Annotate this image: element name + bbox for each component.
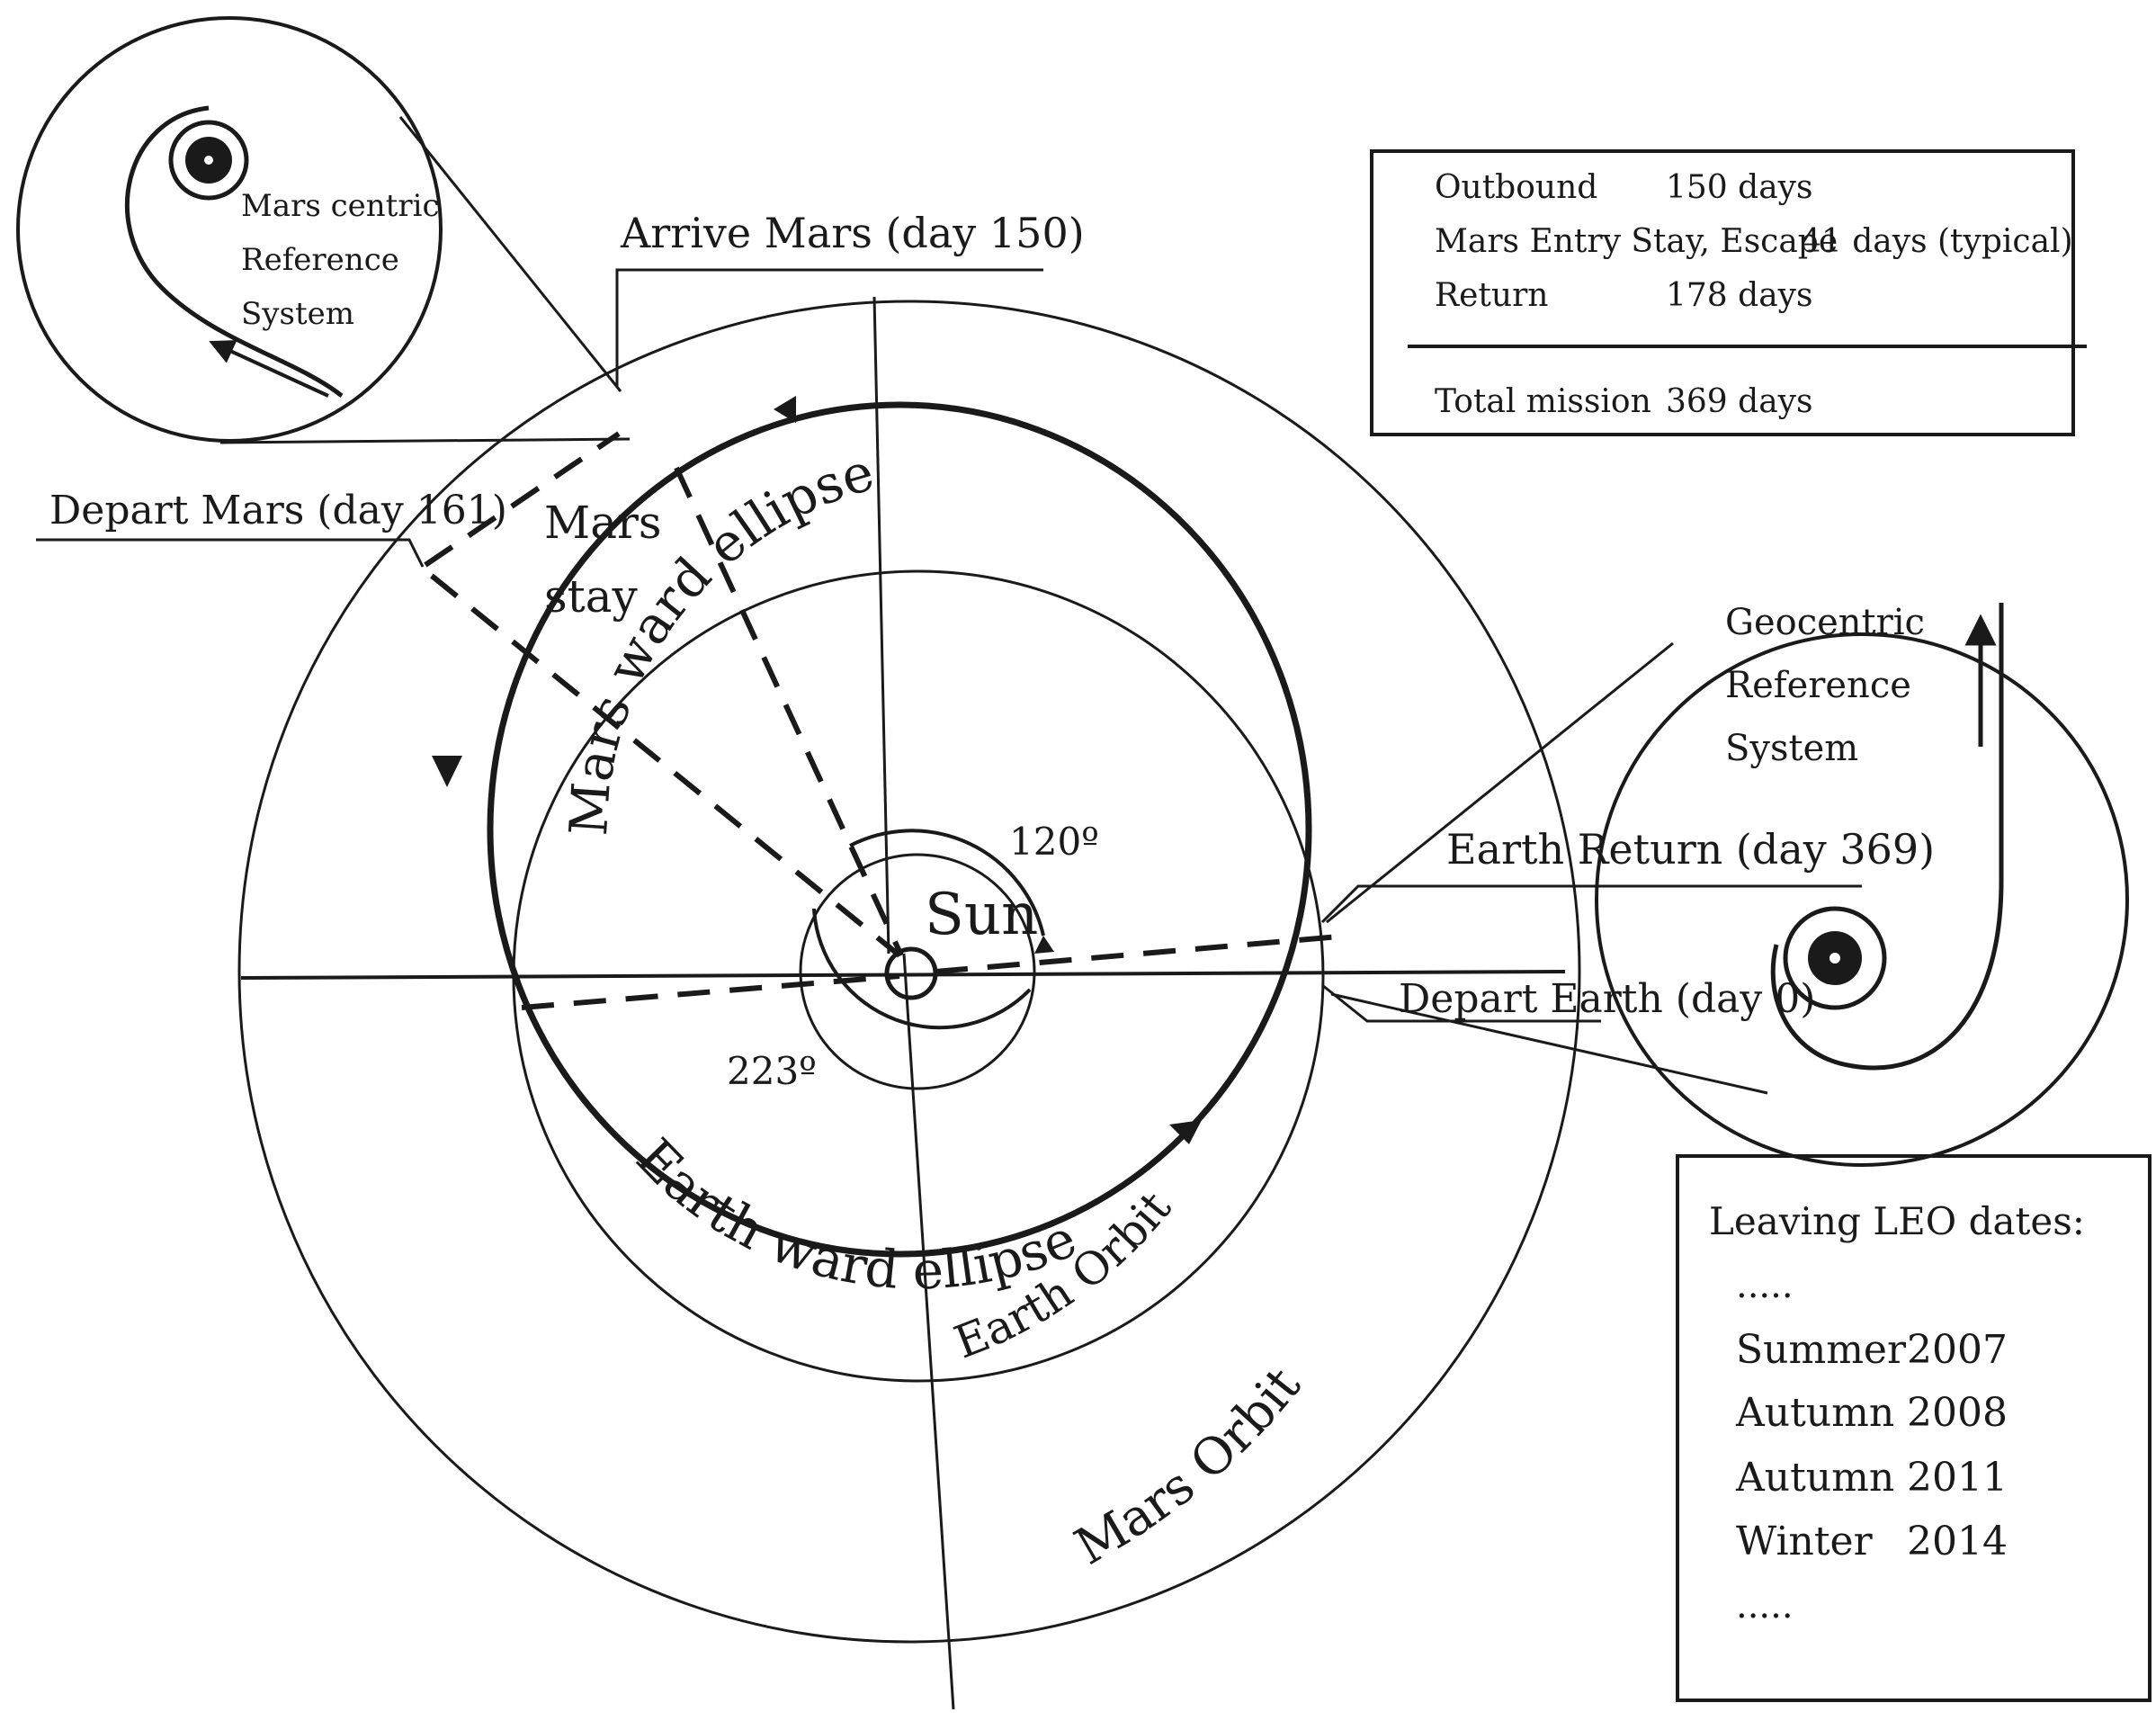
dash-earth-left xyxy=(521,973,900,1010)
sun-body xyxy=(884,946,938,1000)
leo-year-1: 2007 xyxy=(1907,1327,2008,1373)
dash-arrive-mars xyxy=(421,431,621,569)
geo-inset-circle xyxy=(1595,632,2129,1167)
depart-earth-leader xyxy=(1321,983,1601,1023)
mars-inset-text-2: Reference xyxy=(241,242,399,278)
mars-inset-connector-1 xyxy=(398,116,622,392)
mars-inset-ring xyxy=(168,120,249,201)
earth-return-label: Earth Return (day 369) xyxy=(1446,825,1935,874)
depart-mars-label: Depart Mars (day 161) xyxy=(49,488,507,533)
geo-inset-text-3: System xyxy=(1725,728,1858,769)
leo-year-4: 2014 xyxy=(1907,1519,2008,1564)
leo-title: Leaving LEO dates: xyxy=(1709,1199,2085,1243)
geo-inset-text-2: Reference xyxy=(1725,665,1911,706)
dash-earth-right xyxy=(935,933,1350,974)
leo-season-1: Summer xyxy=(1736,1327,1907,1373)
mars-inset-connector-2 xyxy=(219,437,631,444)
leo-ellipsis-bottom: ..... xyxy=(1736,1585,1794,1627)
leo-season-2: Autumn xyxy=(1735,1390,1894,1436)
mission-row-1-label: Outbound xyxy=(1435,169,1597,206)
leo-ellipsis-top: ..... xyxy=(1736,1265,1794,1306)
vertical-axis-lower xyxy=(902,953,955,1710)
mars-inset-arrow xyxy=(209,340,329,398)
mission-row-2-value: 41 days (typical) xyxy=(1801,223,2073,260)
mission-row-1-value: 150 days xyxy=(1666,169,1812,206)
angle-120-label: 120º xyxy=(1009,820,1099,864)
arrive-mars-label: Arrive Mars (day 150) xyxy=(620,209,1085,257)
leo-season-4: Winter xyxy=(1736,1519,1874,1564)
geo-inset-text-1: Geocentric xyxy=(1725,602,1925,643)
mission-row-3-label: Return xyxy=(1435,277,1548,314)
mars-inset-text-1: Mars centric xyxy=(241,188,440,224)
earth-return-leader xyxy=(1320,884,1862,924)
arrow-left xyxy=(432,756,462,787)
depart-earth-label: Depart Earth (day 0) xyxy=(1399,976,1815,1022)
mission-row-3-value: 178 days xyxy=(1666,277,1812,314)
mission-row-2-label: Mars Entry Stay, Escape xyxy=(1435,223,1838,260)
geo-inset-connector-1 xyxy=(1326,641,1674,924)
angle-223-label: 223º xyxy=(727,1049,817,1093)
horizontal-axis xyxy=(240,970,1566,980)
leo-year-3: 2011 xyxy=(1907,1455,2008,1501)
arrow-bottom xyxy=(1169,1120,1202,1144)
geo-inset-trajectory xyxy=(1770,603,2004,1071)
earth-ward-ellipse-label: Earth ward ellipse xyxy=(625,1127,1086,1302)
angle-circle xyxy=(799,853,1036,1090)
mars-stay-label-2: stay xyxy=(544,570,639,623)
mars-inset-circle xyxy=(16,16,443,443)
angle-223-arc xyxy=(812,908,1032,1030)
mission-table-box xyxy=(1370,149,2075,436)
angle-120-arc xyxy=(849,829,1045,937)
arrow-top xyxy=(774,396,796,423)
mission-total-value: 369 days xyxy=(1666,383,1812,420)
arrive-mars-leader xyxy=(615,268,1043,387)
sun-label: Sun xyxy=(925,882,1038,948)
mars-stay-label-1: Mars xyxy=(544,497,662,549)
leo-season-3: Autumn xyxy=(1735,1455,1894,1501)
mars-orbit-label: Mars Orbit xyxy=(1066,1357,1313,1577)
mars-orbit xyxy=(237,300,1581,1644)
leo-year-2: 2008 xyxy=(1907,1390,2008,1436)
geo-inset-connector-2 xyxy=(1330,992,1768,1095)
vertical-axis-upper xyxy=(872,296,890,955)
mission-total-label: Total mission xyxy=(1435,383,1651,420)
depart-mars-leader xyxy=(36,538,425,568)
leo-table-box xyxy=(1676,1154,2152,1702)
geo-inset-ring xyxy=(1783,906,1887,1010)
mars-inset-trajectory xyxy=(124,105,344,398)
dash-mars-stay xyxy=(674,466,904,957)
transfer-ellipse xyxy=(487,401,1312,1258)
mars-inset-text-3: System xyxy=(241,296,354,332)
